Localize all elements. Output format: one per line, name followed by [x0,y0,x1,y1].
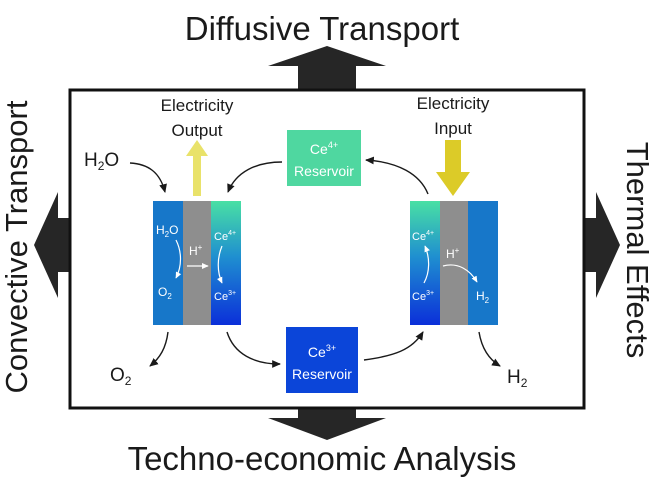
top-arrow-icon [268,46,386,90]
ce3-reservoir-label: Ce3+ [308,343,336,360]
ce4-reservoir-word: Reservoir [294,163,354,179]
left-arrow-icon [34,192,70,298]
right-cell-ce4: Ce4+ [412,230,434,243]
left-cell-ce3: Ce3+ [214,290,236,303]
right-cell-to-ce4-arrow-icon [365,156,429,195]
ce3-reservoir-word: Reservoir [292,366,352,382]
ce3-reservoir [286,327,358,393]
electricity-input-arrow-icon [436,140,470,196]
left-cell-to-ce3-arrow-icon [226,331,281,368]
ce3-to-right-cell-arrow-icon [363,331,424,361]
left-cell-o2: O2 [158,285,172,301]
electricity-input-line2: Input [434,119,472,138]
h2o-inlet-arrow-icon [129,162,167,193]
ce4-to-left-cell-arrow-icon [227,161,283,193]
right-cell-ce-arrow-icon [423,245,430,284]
left-cell-ce-compartment [211,201,241,325]
electricity-output-line2: Output [171,121,222,140]
left-cell-h2o-to-o2-arrow-icon [175,239,182,279]
ce4-reservoir-label: Ce4+ [310,140,338,157]
right-cell-membrane [440,201,468,325]
right-cell-electrode [468,201,498,325]
electricity-output-line1: Electricity [161,96,234,115]
label-thermal-effects: Thermal Effects [620,142,655,359]
left-cell-ce-arrow-icon [216,245,223,284]
left-cell-electrode [153,201,183,325]
h2o-inlet-label: H2O [84,150,119,173]
right-cell-hplus-arrow-icon [442,264,478,283]
left-cell-h2o: H2O [156,223,178,239]
left-cell-ce4: Ce4+ [214,230,236,243]
o2-outlet-arrow-icon [149,331,169,367]
label-convective-transport: Convective Transport [0,100,34,393]
h2-outlet-arrow-icon [478,331,501,367]
o2-outlet-label: O2 [110,365,132,388]
right-cell-hplus: H+ [446,246,460,261]
electricity-input-line1: Electricity [417,94,490,113]
left-cell-membrane [183,201,211,325]
right-cell-ce3: Ce3+ [412,290,434,303]
electricity-output-arrow-icon [186,140,208,196]
right-cell-h2: H2 [476,289,490,305]
bottom-arrow-icon [268,408,386,440]
right-cell-ce-compartment [410,201,440,325]
ce4-reservoir [287,130,361,186]
h2-outlet-label: H2 [507,367,528,390]
right-arrow-icon [584,192,620,298]
label-diffusive-transport: Diffusive Transport [185,10,460,47]
left-cell-hplus: H+ [189,243,203,258]
label-techno-economic-analysis: Techno-economic Analysis [128,440,517,477]
